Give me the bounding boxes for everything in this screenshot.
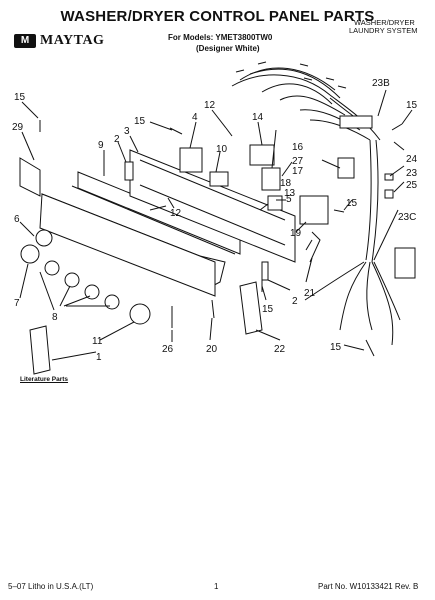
callout-9: 9 [98,140,104,151]
callout-21: 21 [304,288,316,299]
callout-20: 20 [206,344,218,355]
callout-27: 27 [292,156,304,167]
callout-13: 13 [284,188,296,199]
screw-15f-icon [365,339,375,357]
callout-10: 10 [216,144,228,155]
callout-26: 26 [162,344,174,355]
callout-2: 2 [114,134,120,145]
clip-25 [384,189,394,199]
footer-part-number: Part No. W10133421 Rev. B [318,582,419,591]
knob-8c-icon [84,284,100,300]
callout-22: 22 [274,344,286,355]
callout-15b: 15 [134,116,146,127]
callout-23: 23 [406,168,418,179]
category-line-1: WASHER/DRYER [354,18,415,27]
screw-12a-icon [167,197,175,209]
model-number: For Models: YMET3800TW0 [168,33,273,42]
callout-2b: 2 [292,296,298,307]
brand-name: MAYTAG [40,33,105,48]
end-cap-22 [239,281,263,335]
callout-16: 16 [292,142,304,153]
callout-17: 17 [292,166,304,177]
category-line-2: LAUNDRY SYSTEM [349,26,418,35]
callout-labels: 1 2 2 3 4 5 6 7 8 9 10 11 12 12 13 14 15… [12,78,418,363]
screw-12b-icon [225,127,233,137]
harness-connector [339,115,373,129]
callout-12b: 12 [170,208,182,219]
footer-print-info: 5–07 Litho in U.S.A.(LT) [8,582,94,591]
callout-6: 6 [14,214,20,225]
callout-11: 11 [92,336,103,347]
module-19 [299,195,329,225]
callout-12: 12 [204,100,216,111]
timer-switch [179,147,203,173]
callout-19: 19 [290,228,302,239]
spacer-2 [124,161,134,181]
callout-15d: 15 [346,198,358,209]
brand-block: M MAYTAG [14,33,104,49]
knob-6-icon [35,229,53,247]
knob-7-icon [20,244,40,264]
model-variant: (Designer White) [196,44,260,53]
literature-booklet-icon [29,325,51,375]
control-board [129,149,296,263]
callout-25: 25 [406,180,418,191]
knob-11-icon [129,303,151,325]
callout-29: 29 [12,122,24,133]
callout-23c: 23C [398,212,416,223]
literature-parts-label: Literature Parts [20,376,69,383]
rotary-switch [209,171,229,187]
screw-15b-icon [169,127,183,135]
callout-18: 18 [280,178,292,189]
callout-8: 8 [52,312,58,323]
knob-8d-icon [104,294,120,310]
clip-21 [309,231,321,263]
footer-page-number: 1 [214,582,219,591]
callout-14: 14 [252,112,264,123]
callout-23b: 23B [372,78,390,89]
page-title: WASHER/DRYER CONTROL PANEL PARTS [60,8,375,25]
knob-8a-icon [44,260,60,276]
selector-switch [249,144,275,166]
connector-16 [337,157,355,179]
callout-1: 1 [96,352,102,363]
end-cap-29 [19,157,41,197]
callout-3: 3 [124,126,130,137]
switch-17 [261,167,281,191]
callout-15c: 15 [406,100,418,111]
connector-23c [394,247,416,279]
knob-8b-icon [64,272,80,288]
switch-18 [267,195,283,211]
screw-20-icon [211,299,215,319]
spacer-2b [261,261,269,281]
callout-5: 5 [286,194,292,205]
callout-15f: 15 [330,342,342,353]
screw-15d-icon [333,209,345,213]
callout-15e: 15 [262,304,274,315]
clip-23 [384,173,394,181]
callout-4: 4 [192,112,198,123]
callout-24: 24 [406,154,418,165]
screw-15c-icon [391,123,403,131]
callout-7: 7 [14,298,20,309]
maytag-logo-icon: M [14,34,36,48]
callout-15a: 15 [14,92,26,103]
